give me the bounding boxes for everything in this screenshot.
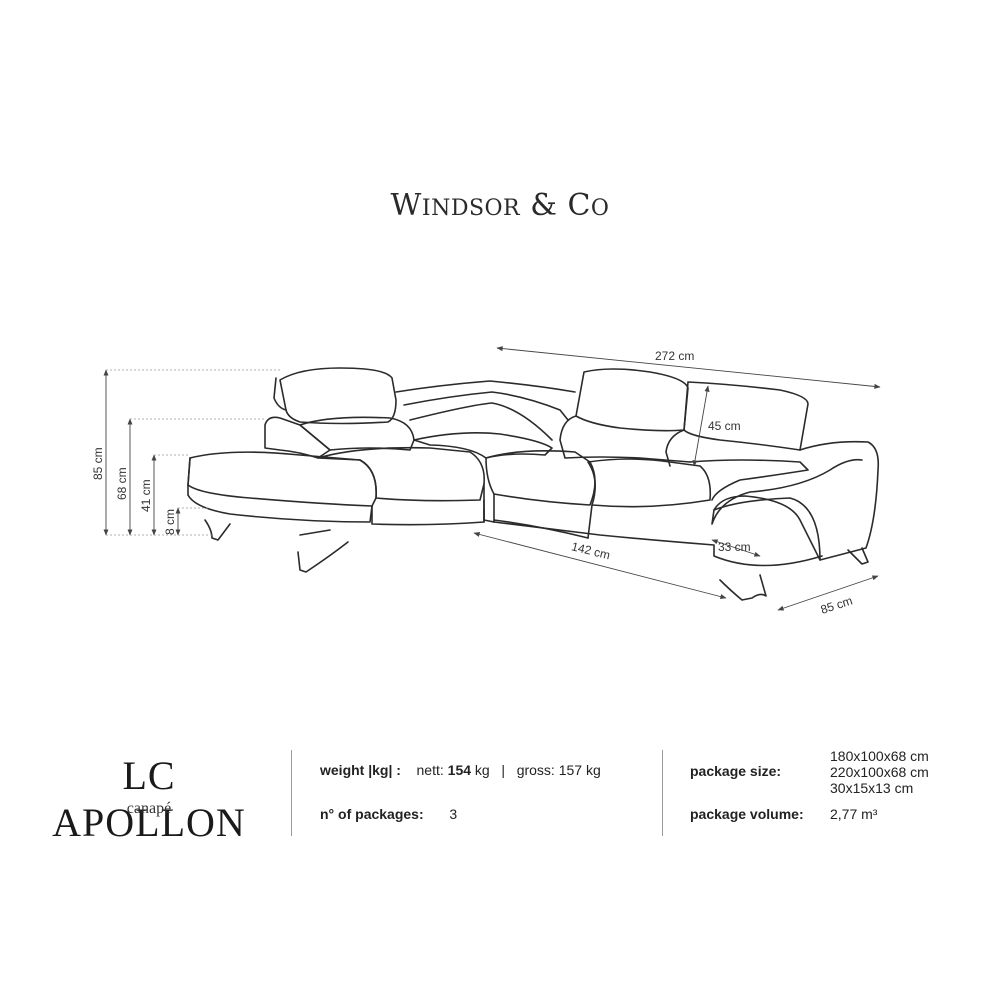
back-top	[395, 380, 576, 393]
dim-272: 272 cm	[655, 349, 694, 363]
packages-row: n° of packages: 3	[320, 806, 457, 822]
sofa-outline	[187, 367, 880, 601]
left-backrest	[299, 416, 415, 451]
leg-right-rear	[847, 547, 869, 565]
corner-base	[483, 483, 495, 523]
dim-45: 45 cm	[708, 419, 741, 433]
brand-initial-w: W	[390, 188, 422, 223]
right-seat-1	[587, 458, 712, 508]
right-back-2	[665, 429, 685, 467]
left-seat-cushion	[317, 446, 486, 502]
package-size-list: 180x100x68 cm 220x100x68 cm 30x15x13 cm	[830, 748, 929, 796]
chaise-front-base	[187, 457, 191, 486]
dim-8: 8 cm	[163, 509, 177, 535]
leg-left-rear	[297, 541, 349, 573]
right-seat-2	[689, 459, 809, 501]
package-size-1: 180x100x68 cm	[830, 748, 929, 764]
corner-cushion	[485, 450, 596, 506]
dim-33: 33 cm	[718, 540, 751, 554]
corner-seat	[413, 432, 553, 459]
right-base-lower	[493, 519, 589, 539]
weight-label: weight |kg| :	[320, 762, 401, 778]
brand-ampersand: &	[530, 188, 558, 223]
product-name: LC APOLLON	[52, 753, 246, 845]
brand-rest-indsor: INDSOR	[421, 196, 521, 221]
nett-label: nett:	[416, 762, 444, 778]
product-type: canapé	[126, 800, 172, 817]
dim-68: 68 cm	[115, 467, 129, 500]
left-headrest-post	[273, 377, 287, 411]
back-inner	[403, 391, 569, 421]
right-back	[559, 415, 691, 463]
brand-initial-c: C	[567, 188, 591, 223]
back-inner-2	[409, 402, 553, 441]
left-arm	[264, 416, 331, 459]
nett-unit: kg	[474, 762, 490, 778]
package-volume-label: package volume:	[690, 806, 804, 822]
gross-value: 157 kg	[558, 762, 601, 778]
dim-85-height: 85 cm	[91, 447, 105, 480]
package-size-3: 30x15x13 cm	[830, 780, 914, 796]
packages-value: 3	[449, 806, 458, 822]
package-size-label: package size:	[690, 763, 782, 779]
gross-label: gross:	[516, 762, 555, 778]
package-volume-value: 2,77 m³	[830, 806, 878, 822]
height-guides	[106, 369, 280, 536]
weight-separator: |	[501, 762, 506, 778]
leg-left-front	[204, 519, 231, 541]
dim-41: 41 cm	[139, 479, 153, 512]
brand-rest-o: O	[590, 196, 610, 221]
left-base	[371, 499, 485, 526]
leg-right-front	[719, 574, 767, 601]
base-bottom	[299, 509, 485, 536]
left-headrest	[279, 367, 397, 425]
divider-right	[662, 750, 663, 836]
package-size-2: 220x100x68 cm	[830, 764, 929, 780]
weight-row: weight |kg| : nett: 154 kg | gross: 157 …	[320, 762, 601, 778]
dim-85-depth: 85 cm	[819, 593, 854, 616]
packages-label: n° of packages:	[320, 806, 424, 822]
right-headrest-1	[575, 368, 689, 432]
brand-logo: WINDSOR & CO	[0, 188, 1000, 223]
chaise-base	[187, 484, 373, 523]
right-arm-curve	[713, 497, 821, 561]
divider-left	[291, 750, 292, 836]
nett-value: 154	[447, 762, 472, 778]
right-arm	[711, 440, 880, 561]
dimension-lines	[103, 346, 881, 611]
